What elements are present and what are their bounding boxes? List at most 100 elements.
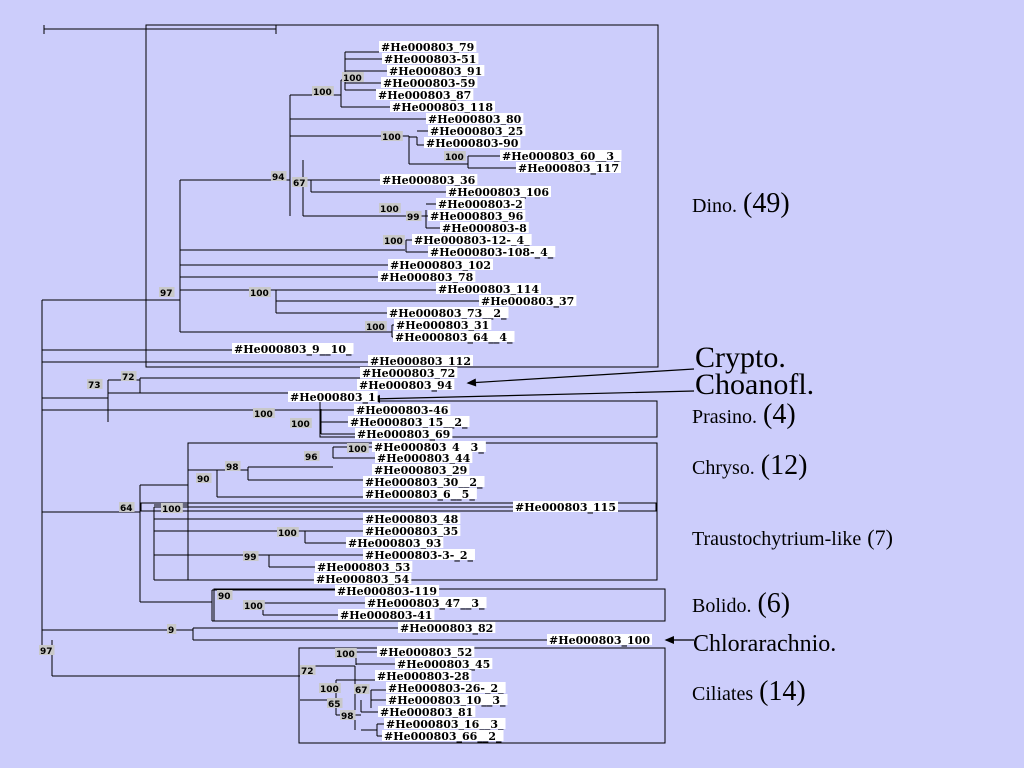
taxon-label-text: #He000803_10__3_ [388,694,506,708]
taxon-label-text: #He000803_93 [348,537,441,551]
group-name: Chryso. [692,457,755,479]
taxon-label-text: #He000803_4__3_ [374,441,484,455]
taxon-label-text: #He000803-59 [383,77,475,90]
bootstrap-value-text: 100 [336,650,355,660]
taxon-label-text: #He000803_53 [317,561,410,575]
taxon-label: #He000803-26-_2_ [386,682,506,696]
taxon-label-text: #He000803_79 [381,41,474,55]
taxon-label-text: #He000803_66__2_ [384,730,502,744]
taxon-label: #He000803_30__2_ [363,476,485,490]
bootstrap-value-text: 99 [244,553,257,563]
taxon-label: #He000803_53 [315,561,413,575]
bootstrap-value-text: 100 [384,237,403,247]
group-name: Dino. [692,195,737,217]
taxon-label-text: #He000803_35 [365,525,458,539]
taxon-label-text: #He000803_81 [380,706,473,720]
bootstrap-value: 67 [354,684,370,696]
taxon-label: #He000803_73__2_ [387,307,509,321]
taxon-label: #He000803_60__3_ [500,150,622,164]
bootstrap-value: 72 [121,371,137,383]
bootstrap-value: 64 [119,502,135,514]
bootstrap-value-text: 97 [40,647,53,657]
bootstrap-value-text: 100 [254,410,273,420]
taxon-label: #He000803-8 [440,222,529,235]
taxon-label-text: #He000803_78 [380,271,474,285]
bootstrap-value-text: 67 [293,179,306,189]
taxon-label-text: #He000803_73__2_ [389,307,507,321]
taxon-label: #He000803-41 [338,609,435,622]
group-name: Prasino. [692,406,757,428]
taxon-label-text: #He000803_44 [377,452,471,466]
group-label: Choanofl. [695,368,814,401]
bootstrap-value: 9 [167,624,177,636]
taxon-label-text: #He000803_31 [396,319,489,333]
bootstrap-value-text: 90 [218,592,231,602]
taxon-label-text: #He000803_29 [374,464,467,478]
taxon-label: #He000803_47__3_ [365,597,487,611]
group-count: (7) [867,525,893,550]
bootstrap-value-text: 100 [348,445,367,455]
taxon-label-text: #He000803_25 [430,125,523,139]
bootstrap-value: 98 [225,461,241,473]
taxon-label: #He000803-108-_4_ [428,246,556,260]
taxon-label-text: #He000803_15__2_ [350,416,468,430]
taxon-label: #He000803_102 [388,259,493,273]
bootstrap-value-text: 96 [305,453,318,463]
taxon-label-text: #He000803_1 [290,391,376,405]
taxon-label: #He000803_15__2_ [348,416,470,430]
group-label: Crypto. [695,341,786,374]
bootstrap-value: 72 [300,665,316,677]
bootstrap-value: 100 [290,418,312,430]
taxon-label: #He000803_81 [378,706,476,720]
group-label: Bolido.(6) [692,588,790,619]
group-count: (6) [757,588,790,619]
taxon-label: #He000803_54 [314,573,412,587]
taxon-label-text: #He000803_9__10_ [234,343,352,357]
bootstrap-value-text: 100 [382,133,401,143]
bootstrap-value: 100 [444,151,466,163]
bootstrap-value-text: 9 [168,626,174,636]
bootstrap-value-text: 100 [250,289,269,299]
group-count: (49) [743,188,790,219]
taxon-label: #He000803_52 [377,646,475,660]
group-name: Ciliates [692,683,753,705]
taxon-label: #He000803_78 [378,271,476,285]
taxon-label: #He000803_93 [346,537,444,551]
taxon-label: #He000803_114 [436,283,541,297]
taxon-label-text: #He000803-119 [337,585,437,598]
taxon-label: #He000803_100 [547,634,652,648]
taxon-label-text: #He000803_37 [481,295,574,309]
taxon-label: #He000803_66__2_ [382,730,504,744]
taxon-label: #He000803_45 [395,658,493,672]
taxon-label: #He000803_1 [288,391,378,405]
bootstrap-value: 100 [379,203,401,215]
bootstrap-value: 90 [217,590,233,602]
taxon-label: #He000803_6__5_ [363,488,477,502]
bootstrap-value: 99 [243,551,259,563]
bootstrap-value: 97 [159,287,175,299]
taxon-label-text: #He000803_60__3_ [502,150,620,164]
group-count: (14) [759,676,806,707]
bootstrap-value-text: 72 [122,373,135,383]
clade-box [140,502,657,512]
bootstrap-value: 100 [381,131,403,143]
taxon-label: #He000803_48 [363,513,461,527]
taxon-label: #He000803_87 [376,89,474,103]
bootstrap-value-text: 100 [380,205,399,215]
taxon-label: #He000803_94 [357,379,455,393]
taxon-label: #He000803_9__10_ [232,343,354,357]
taxon-label: #He000803_16__3_ [384,718,506,732]
bootstrap-value-text: 94 [272,173,285,183]
taxon-label-text: #He000803_36 [382,174,476,188]
bootstrap-value: 99 [406,211,422,223]
taxon-label-text: #He000803_72 [362,367,455,381]
taxon-label: #He000803_35 [363,525,461,539]
taxon-label: #He000803_36 [380,174,478,188]
bootstrap-value-text: 100 [291,420,310,430]
bootstrap-value-text: 100 [366,323,385,333]
bootstrap-value: 100 [365,321,387,333]
taxon-label: #He000803_96 [428,210,526,224]
taxon-label-text: #He000803_115 [515,501,616,515]
taxon-label-text: #He000803_64__4_ [395,331,513,345]
